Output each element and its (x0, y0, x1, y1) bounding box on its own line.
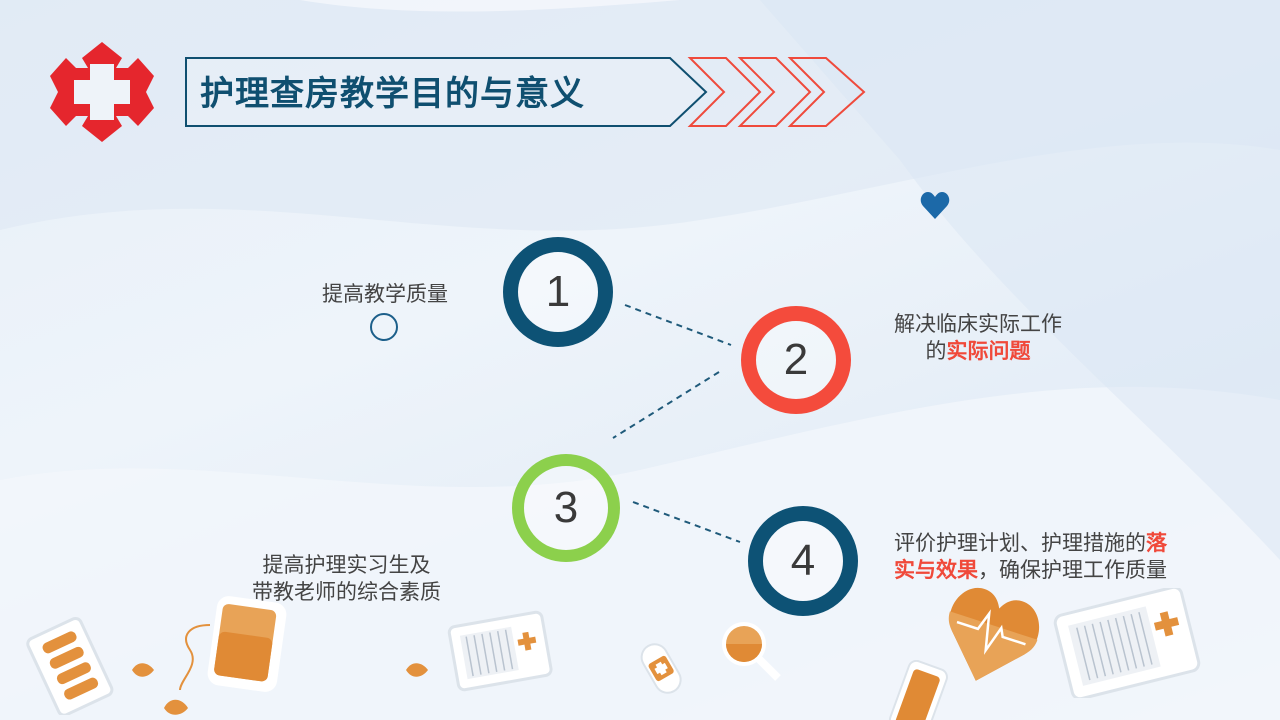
medical-chart-icon (1053, 588, 1201, 698)
title-frame (185, 57, 866, 127)
step-ring-3: 3 (512, 454, 620, 562)
drop-icon (164, 699, 188, 715)
bandage-icon (640, 643, 682, 694)
tube-icon (888, 660, 948, 720)
step-ring-1: 1 (503, 237, 613, 347)
step-number-3: 3 (553, 483, 579, 532)
medical-chart-icon (447, 610, 553, 692)
pill-blister-icon (26, 616, 114, 715)
drop-icon (406, 663, 428, 677)
step-ring-2: 2 (741, 306, 851, 414)
drop-icon (132, 663, 154, 677)
red-cross-icon (50, 42, 154, 142)
step-label-2: 解决临床实际工作 的实际问题 (894, 312, 1062, 363)
step-label-3: 提高护理实习生及 带教老师的综合素质 (252, 553, 441, 604)
page-title: 护理查房教学目的与意义 (200, 74, 585, 114)
lollipop-icon (722, 622, 781, 681)
step-label-1: 提高教学质量 (322, 282, 448, 306)
heart-rate-icon (948, 587, 1040, 681)
heart-icon (920, 192, 950, 219)
step-ring-4: 4 (748, 506, 858, 616)
step-number-4: 4 (790, 536, 816, 585)
circle-outline-icon (370, 313, 398, 341)
blood-bag-icon (179, 596, 287, 692)
step-number-2: 2 (783, 335, 809, 384)
step-label-4: 评价护理计划、护理措施的落 实与效果，确保护理工作质量 (894, 531, 1167, 582)
step-number-1: 1 (545, 267, 571, 316)
